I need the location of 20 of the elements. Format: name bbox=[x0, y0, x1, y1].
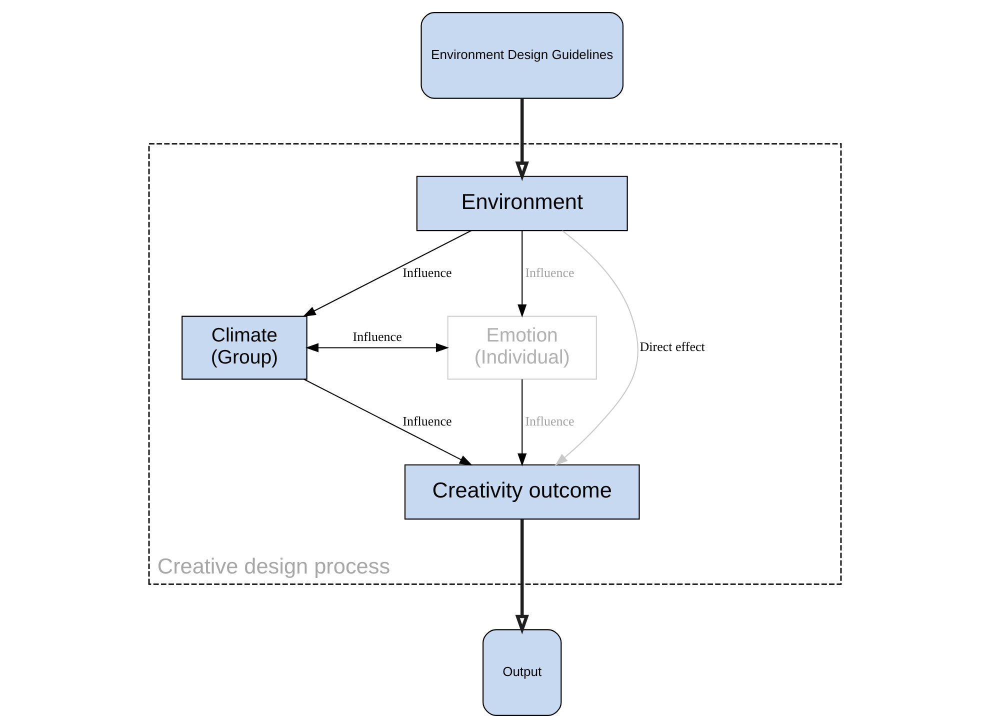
arrow bbox=[517, 379, 526, 466]
edge-label: Influence bbox=[524, 264, 574, 280]
arrow bbox=[302, 230, 471, 317]
node-box: Creativity outcome bbox=[404, 464, 640, 520]
node-box: Environment Design Guidelines bbox=[420, 12, 624, 99]
arrow bbox=[554, 230, 638, 466]
edge-label: Influence bbox=[402, 264, 452, 280]
arrow bbox=[303, 378, 472, 466]
node-box: Climate (Group) bbox=[181, 316, 307, 380]
edge-label: Influence bbox=[402, 413, 452, 428]
arrow bbox=[514, 519, 528, 634]
arrow bbox=[304, 343, 448, 352]
edge-label: Influence bbox=[524, 413, 574, 428]
arrow bbox=[514, 98, 528, 182]
edge-label: Direct effect bbox=[639, 339, 704, 354]
node-box: Output bbox=[482, 629, 562, 716]
edge-label: Influence bbox=[352, 328, 402, 344]
arrow bbox=[517, 230, 526, 318]
node-box: Emotion (Individual) bbox=[446, 316, 596, 380]
node-box: Environment bbox=[416, 176, 628, 232]
